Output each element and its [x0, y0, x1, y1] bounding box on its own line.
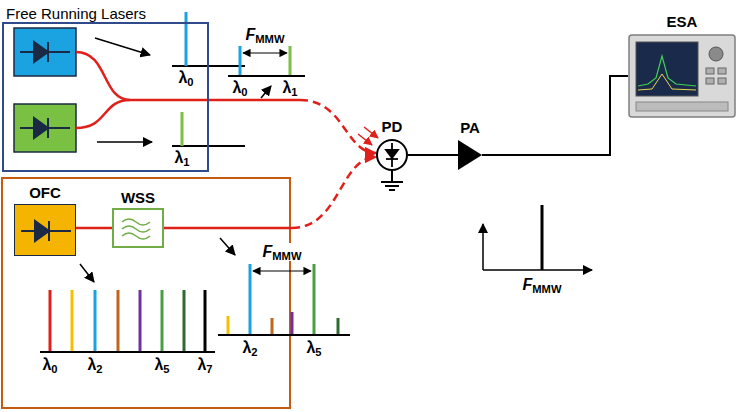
shape [15, 205, 75, 255]
rf-spectrum [483, 205, 592, 270]
wavelength-label: λ0 [231, 79, 248, 97]
wavelength-label: λ5 [153, 356, 170, 374]
wavelength-label: λ5 [305, 339, 322, 357]
frequency-label: FMMW [245, 26, 286, 44]
pointer-arrow [95, 38, 150, 55]
pointer-arrow [97, 141, 152, 143]
connector-line [292, 157, 376, 228]
comb-spectrum [40, 290, 215, 352]
frequency-label: FMMW [522, 276, 563, 294]
connector-line [408, 154, 458, 156]
node-label: ESA [667, 13, 698, 31]
subscript: 1 [291, 86, 297, 98]
connector-line [76, 227, 112, 230]
node-label: OFC [29, 184, 61, 202]
symbol: F [246, 26, 256, 43]
symbol: λ [42, 356, 51, 373]
symbol: λ [174, 149, 183, 166]
symbol: λ [197, 356, 206, 373]
connector-line [164, 227, 292, 230]
amplifier: PA [458, 140, 482, 170]
connector-line [300, 100, 376, 153]
connector-line [482, 76, 628, 155]
light-arrow [358, 127, 378, 145]
symbol: F [263, 243, 273, 260]
group-frame [2, 178, 290, 408]
comb-source: OFC [14, 204, 76, 256]
wavelength-label: λ1 [173, 149, 190, 167]
frequency-label: FMMW [262, 243, 303, 261]
analyzer: ESA [628, 34, 736, 118]
photodiode: PD [376, 139, 408, 171]
subscript: 2 [96, 363, 102, 375]
subscript: MMW [532, 283, 561, 295]
subscript: 1 [183, 156, 189, 168]
rf-wire [482, 76, 628, 155]
shape [628, 34, 736, 118]
optical-fiber [76, 228, 112, 229]
symbol: λ [242, 339, 251, 356]
subscript: 7 [206, 363, 212, 375]
wavelength-label: λ7 [196, 356, 213, 374]
symbol: λ [306, 339, 315, 356]
subscript: MMW [272, 250, 301, 262]
symbol: λ [87, 356, 96, 373]
node-label: PD [382, 118, 403, 136]
rf-wire [408, 155, 458, 156]
subscript: 0 [187, 76, 193, 88]
subscript: 0 [241, 86, 247, 98]
optical-fiber [209, 100, 376, 153]
subscript: 5 [315, 346, 321, 358]
symbol: λ [232, 79, 241, 96]
laser-box [14, 104, 76, 152]
fiber [76, 52, 209, 128]
pointer-arrow [220, 238, 235, 255]
pointer-arrow [80, 264, 94, 282]
subscript: MMW [255, 33, 284, 45]
node-label: Free Running Lasers [6, 5, 146, 23]
subscript: 5 [163, 363, 169, 375]
wavelength-label: λ2 [241, 339, 258, 357]
symbol: F [523, 276, 533, 293]
filter-box: WSS [112, 208, 164, 248]
spectrum [228, 46, 305, 76]
wavelength-label: λ2 [86, 356, 103, 374]
wavelength-label: λ0 [41, 356, 58, 374]
shape [376, 139, 408, 171]
symbol: λ [154, 356, 163, 373]
node-label: PA [460, 119, 480, 137]
connector-line [209, 99, 300, 102]
node-label: WSS [121, 189, 155, 207]
subscript: 2 [251, 346, 257, 358]
subscript: 0 [51, 363, 57, 375]
filtered-spectrum [218, 264, 350, 335]
shape [458, 140, 482, 170]
optical-fiber [164, 157, 376, 228]
wavelength-label: λ0 [177, 69, 194, 87]
symbol: λ [282, 79, 291, 96]
shape [114, 210, 162, 246]
diode-symbol [20, 42, 70, 138]
ground-symbol [381, 171, 403, 190]
wavelength-label: λ1 [281, 79, 298, 97]
laser-box [14, 28, 76, 76]
pointer-arrow [261, 86, 271, 98]
symbol: λ [178, 69, 187, 86]
